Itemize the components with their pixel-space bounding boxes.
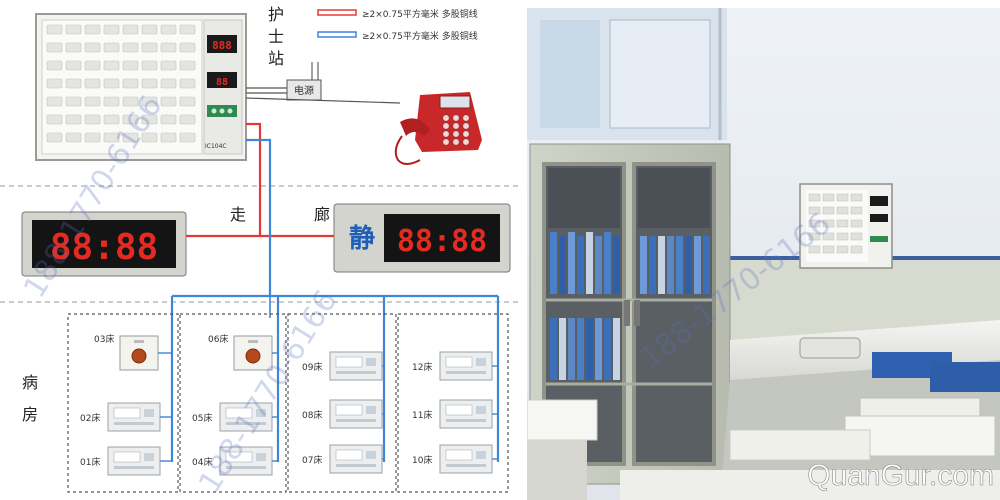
bed-terminal-icon: 02床 [80,403,172,431]
panel-key [47,61,62,70]
panel-key [123,43,138,52]
bed-label: 03床 [94,333,114,345]
panel-key [47,97,62,106]
panel-key [104,43,119,52]
panel-key [47,115,62,124]
panel-key [66,61,81,70]
bed-label: 10床 [412,454,432,466]
station-label-1: 护 [268,5,284,24]
panel-key [66,115,81,124]
panel-key [85,61,100,70]
quiet-icon: 静 [349,223,375,254]
panel-key [123,25,138,34]
panel-key [104,61,119,70]
panel-key [142,43,157,52]
bed-terminal-icon: 12床 [412,352,498,380]
panel-key [180,133,195,142]
panel-key [47,133,62,142]
corridor-display-right: 88:88 [397,224,487,259]
legend: ≥2×0.75平方毫米 多股铜线 ≥2×0.75平方毫米 多股铜线 [318,8,478,42]
panel-key [47,25,62,34]
panel-key [66,79,81,88]
panel-key [85,43,100,52]
panel-key [123,79,138,88]
panel-key [161,79,176,88]
call-switch-icon: 03床 [94,333,172,370]
panel-key [161,25,176,34]
panel-key [180,79,195,88]
panel-model: IC104C [205,143,227,150]
legend-blue-label: ≥2×0.75平方毫米 多股铜线 [362,30,478,42]
quiet-display: 静 88:88 [334,204,510,272]
panel-key [85,133,100,142]
bed-terminal-icon: 11床 [412,400,498,428]
panel-key [180,25,195,34]
bed-terminal-icon: 01床 [80,447,172,475]
panel-key [180,61,195,70]
panel-key [142,79,157,88]
svg-text:888: 888 [212,39,232,52]
bed-label: 08床 [302,409,322,421]
corridor-label-left: 走 [230,205,246,224]
watermark-site: QuanGur.com [807,459,994,492]
panel-key [66,25,81,34]
panel-key [104,25,119,34]
power-adapter: 电源 [246,62,400,103]
corridor-label-right: 廊 [314,205,330,224]
panel-key [85,79,100,88]
phone-icon [396,92,482,164]
bed-label: 05床 [192,412,212,424]
panel-key [142,25,157,34]
bed-terminal-icon: 07床 [302,445,384,473]
panel-key [180,115,195,124]
station-label-2: 士 [268,27,284,46]
panel-key [123,61,138,70]
panel-key [66,133,81,142]
panel-key [161,61,176,70]
power-label: 电源 [294,84,314,97]
installation-photo: 188-1770-6166 QuanGur.com [527,8,1000,500]
panel-key [161,43,176,52]
panel-key [85,115,100,124]
panel-key [180,43,195,52]
panel-key [85,97,100,106]
panel-key [104,115,119,124]
panel-key [66,43,81,52]
svg-text:88: 88 [216,77,228,88]
bed-terminal-icon: 09床 [302,352,384,380]
panel-key [85,25,100,34]
bed-label: 07床 [302,454,322,466]
legend-red-label: ≥2×0.75平方毫米 多股铜线 [362,8,478,20]
panel-key [104,79,119,88]
bed-label: 01床 [80,456,100,468]
panel-key [161,133,176,142]
bed-label: 12床 [412,361,432,373]
bed-terminal-icon: 08床 [302,400,384,428]
bed-label: 02床 [80,412,100,424]
bed-label: 11床 [412,409,432,421]
bed-terminal-icon: 10床 [412,445,498,473]
panel-key [47,79,62,88]
panel-key [104,97,119,106]
panel-key [142,61,157,70]
ward-label-1: 病 [22,373,38,392]
wiring-diagram: 888 88 IC104C 护 士 站 ≥2×0.75平方毫米 多股铜线 ≥2×… [0,5,520,499]
ward-label-2: 房 [22,405,38,424]
panel-key [180,97,195,106]
panel-key [66,97,81,106]
panel-key [47,43,62,52]
bed-label: 06床 [208,333,228,345]
station-label-3: 站 [268,49,284,68]
